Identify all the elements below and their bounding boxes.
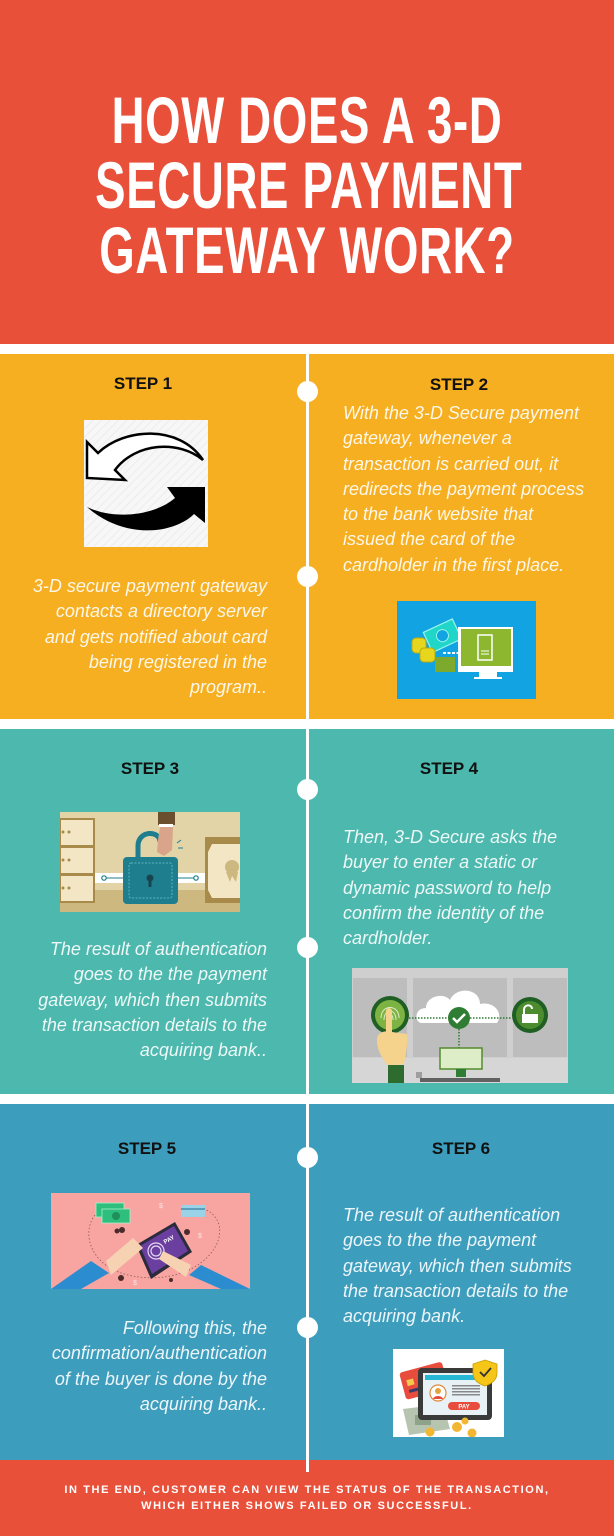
title-line: SECURE PAYMENT (95, 148, 523, 222)
svg-text:PAY: PAY (458, 1405, 469, 1411)
title-line: HOW DOES A 3-D (111, 83, 503, 157)
text-line: the transaction details to the (343, 1280, 569, 1301)
text-line: With the 3-D Secure payment (343, 403, 579, 423)
title-line: GATEWAY WORK? (99, 213, 515, 287)
text-line: gateway, whenever a (343, 428, 512, 449)
footer-line: WHICH EITHER SHOWS FAILED OR SUCCESSFUL. (141, 1500, 473, 1512)
text-line: confirm the identity of the (343, 902, 545, 923)
step-5-description: Following this, the confirmation/authent… (0, 1316, 267, 1417)
step-3-description: The result of authentication goes to the… (0, 937, 267, 1063)
secure-tablet-payment-icon: PAY (393, 1349, 504, 1437)
text-line: gateway, which then submits (38, 989, 267, 1010)
text-line: dynamic password to help (343, 877, 552, 898)
text-line: redirects the payment process (343, 478, 585, 499)
tablet-pay-icon: $ $ $ PAY (51, 1193, 250, 1289)
text-line: transaction is carried out, it (343, 453, 559, 474)
page-title: HOW DOES A 3-D SECURE PAYMENT GATEWAY WO… (95, 83, 523, 287)
step-5-heading: STEP 5 (117, 1139, 177, 1158)
step-6-heading: STEP 6 (431, 1139, 491, 1158)
svg-text:PAY: PAY (163, 1235, 176, 1246)
text-line: and gets notified about card (44, 626, 267, 647)
step-3-heading: STEP 3 (120, 759, 180, 778)
svg-text:$: $ (198, 1233, 202, 1240)
exchange-arrows-icon (84, 420, 208, 547)
step-4-description: Then, 3-D Secure asks the buyer to enter… (343, 825, 613, 951)
text-line: acquiring bank.. (139, 1040, 267, 1061)
text-line: buyer to enter a static or (343, 852, 538, 873)
text-line: gateway, which then submits (343, 1255, 572, 1276)
timeline-dot (297, 779, 318, 800)
step-1-description: 3-D secure payment gateway contacts a di… (0, 574, 267, 700)
text-line: The result of authentication (343, 1205, 561, 1225)
text-line: Then, 3-D Secure asks the (343, 827, 558, 847)
text-line: to the bank website that (343, 504, 534, 525)
text-line: contacts a directory server (55, 601, 267, 622)
text-line: of the buyer is done by the (54, 1368, 267, 1389)
step-4-heading: STEP 4 (419, 759, 479, 778)
text-line: being registered in the (88, 651, 267, 672)
text-line: the transaction details to the (41, 1014, 267, 1035)
header-banner (0, 0, 614, 344)
payment-redirect-monitor-icon (397, 601, 536, 699)
timeline-dot (297, 566, 318, 587)
footer-summary: IN THE END, CUSTOMER CAN VIEW THE STATUS… (0, 1482, 614, 1514)
footer-banner (0, 1460, 614, 1536)
timeline-dot (297, 937, 318, 958)
text-line: cardholder. (343, 928, 433, 949)
timeline-dot (297, 1147, 318, 1168)
text-line: 3-D secure payment gateway (32, 576, 267, 596)
text-line: acquiring bank. (343, 1306, 466, 1327)
text-line: program.. (189, 677, 267, 698)
text-line: The result of authentication (49, 939, 267, 959)
timeline-dot (297, 381, 318, 402)
text-line: confirmation/authentication (51, 1343, 267, 1364)
step-2-description: With the 3-D Secure payment gateway, whe… (343, 401, 613, 578)
text-line: cardholder in the first place. (343, 554, 565, 575)
step-6-description: The result of authentication goes to the… (343, 1203, 613, 1329)
text-line: Following this, the (122, 1318, 267, 1338)
step-1-heading: STEP 1 (113, 374, 173, 393)
footer-line: IN THE END, CUSTOMER CAN VIEW THE STATUS… (64, 1484, 550, 1496)
padlock-unlock-icon (60, 812, 240, 912)
svg-text:$: $ (133, 1280, 137, 1287)
timeline-line (306, 354, 309, 1472)
step-2-heading: STEP 2 (429, 375, 489, 394)
timeline-dot (297, 1317, 318, 1338)
text-line: goes to the the payment (73, 964, 267, 985)
text-line: goes to the the payment (343, 1230, 537, 1251)
fingerprint-cloud-verification-icon (352, 968, 568, 1083)
text-line: acquiring bank.. (139, 1393, 267, 1414)
svg-text:$: $ (159, 1203, 163, 1210)
text-line: issued the card of the (343, 529, 516, 550)
